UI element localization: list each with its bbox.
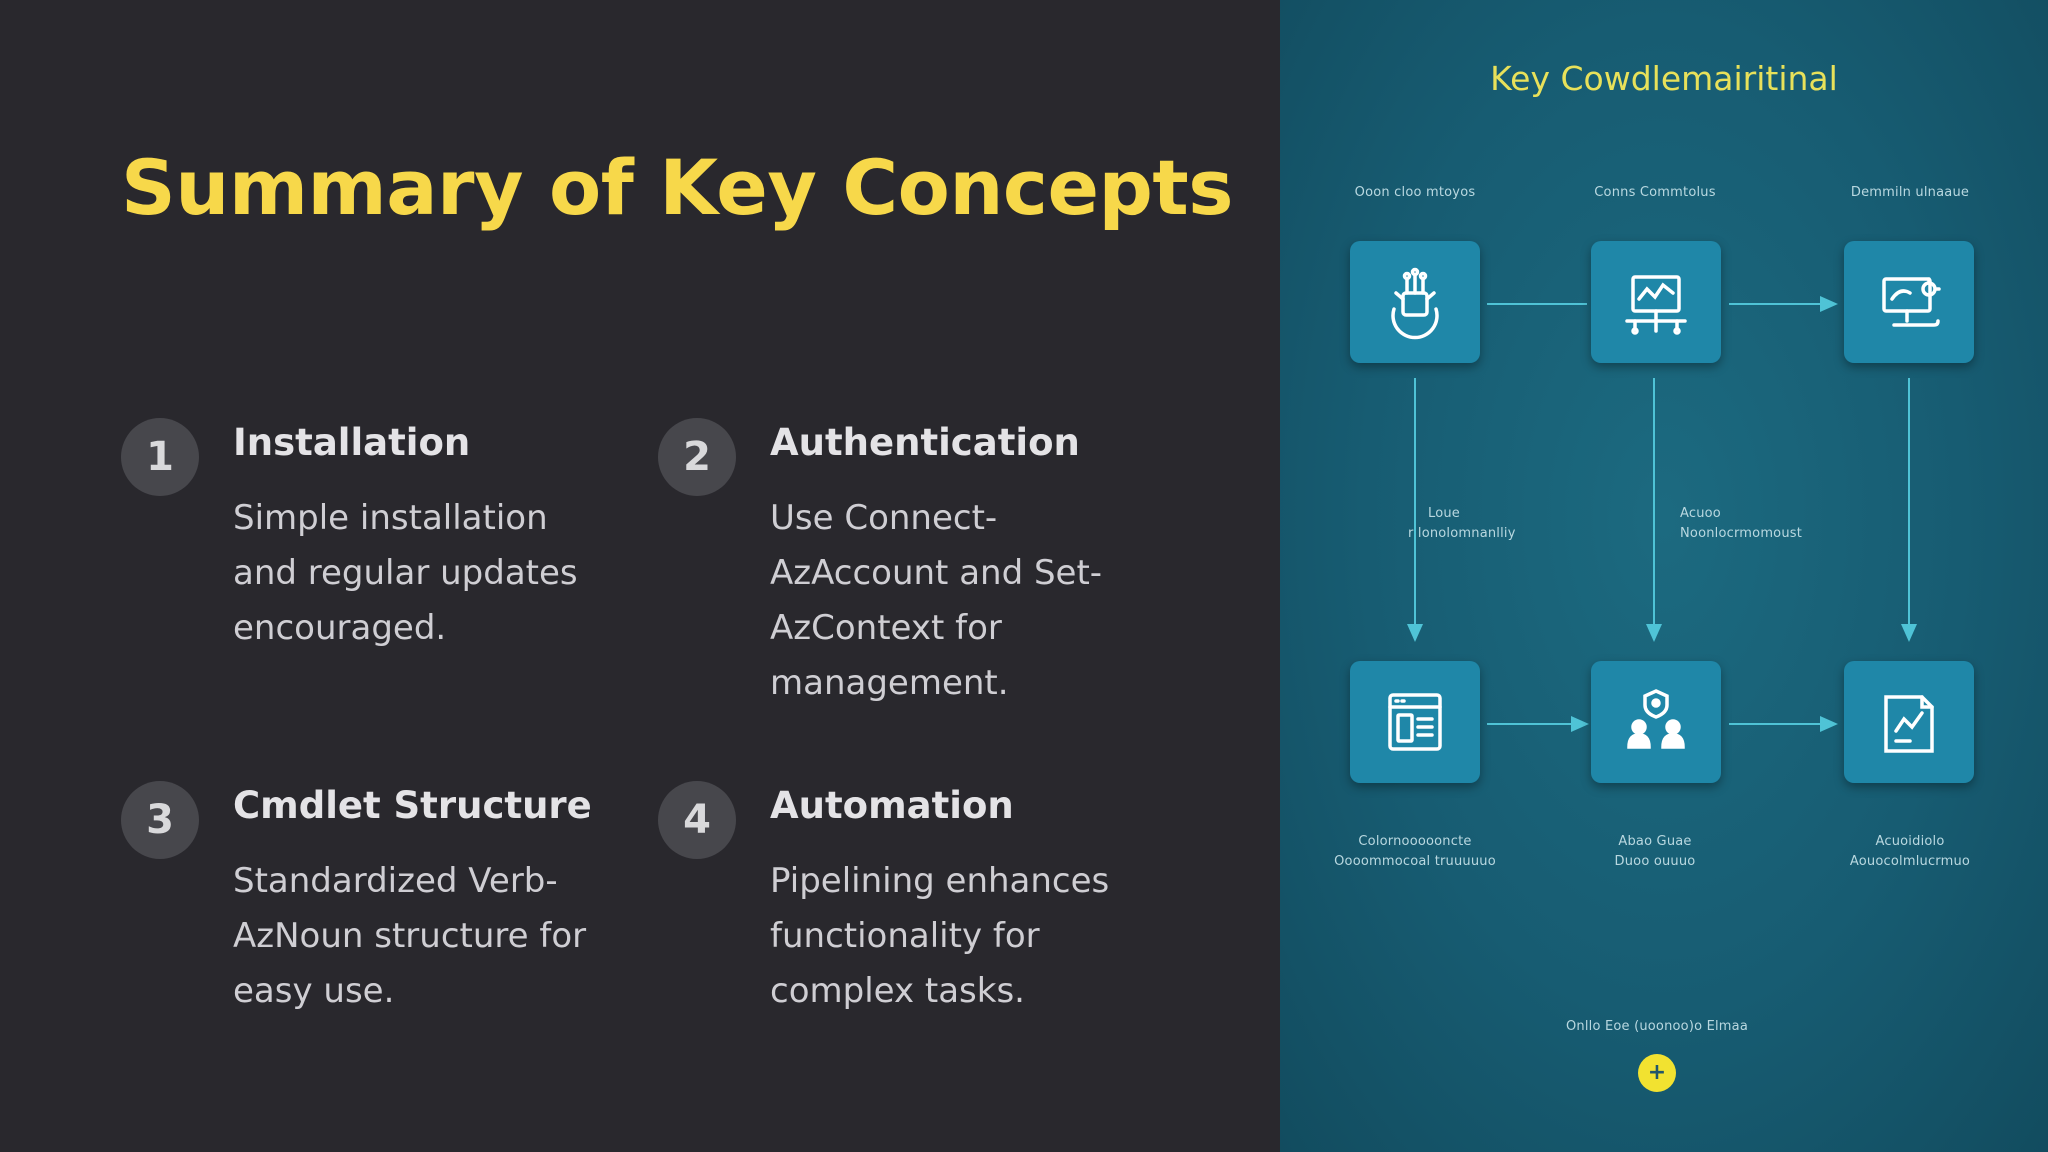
concept-description: Pipelining enhances functionality for co… (770, 861, 1110, 1011)
browser-dashboard-icon (1350, 661, 1480, 783)
concept-automation: 4 Automation Pipelining enhances functio… (658, 781, 1128, 1041)
diagram-mid-label-1-line1: Loue (1428, 506, 1461, 521)
concept-description: Use Connect-AzAccount and Set-AzContext … (770, 498, 1103, 703)
gear-circuit-icon (1350, 241, 1480, 363)
concept-number-badge: 1 (121, 418, 199, 496)
concept-installation: 1 Installation Simple installation and r… (121, 418, 591, 678)
concept-authentication: 2 Authentication Use Connect-AzAccount a… (658, 418, 1128, 703)
concept-description: Simple installation and regular updates … (233, 498, 578, 648)
diagram-bottom-label-2: Abao Guae Duoo ouuuo (1550, 832, 1760, 872)
diagram-bottom-label-3-line1: Acuoidiolo (1875, 834, 1945, 849)
concept-number-badge: 4 (658, 781, 736, 859)
diagram-bottom-label-1-line1: Colornoooooncte (1358, 834, 1472, 849)
diagram-top-label-3: Demmiln ulnaaue (1850, 185, 1970, 200)
slide-title: Summary of Key Concepts (121, 143, 1234, 232)
diagram-mid-label-1: Loue r lonolomnanlliy (1408, 504, 1568, 544)
diagram-mid-label-1-line2: r lonolomnanlliy (1408, 526, 1516, 541)
concept-heading: Installation (233, 421, 471, 464)
users-security-icon (1591, 661, 1721, 783)
left-panel: Summary of Key Concepts 1 Installation S… (121, 143, 1234, 1041)
concept-number-badge: 2 (658, 418, 736, 496)
concept-cmdlet-structure: 3 Cmdlet Structure Standardized Verb-AzN… (121, 781, 592, 1041)
concept-description: Standardized Verb-AzNoun structure for e… (233, 861, 587, 1011)
diagram-connectors (1407, 296, 1917, 732)
add-button[interactable]: + (1638, 1054, 1676, 1092)
diagram-top-label-1: Ooon cloo mtoyos (1354, 185, 1476, 200)
network-monitor-icon (1591, 241, 1721, 363)
diagram-bottom-label-2-line2: Duoo ouuuo (1614, 854, 1696, 869)
concept-heading: Cmdlet Structure (233, 784, 592, 827)
diagram-title: Key Cowdlemairitinal (1490, 59, 1838, 98)
diagram-top-label-2: Conns Commtolus (1594, 185, 1716, 200)
diagram-bottom-label-1-line2: Oooommocoal truuuuuo (1334, 854, 1496, 869)
diagram-footer-label: Onllo Eoe (uoonoo)o Elmaa (1565, 1019, 1749, 1034)
diagram-mid-label-2-line2: Noonlocrmomoust (1680, 526, 1803, 541)
diagram-bottom-label-2-line1: Abao Guae (1618, 834, 1692, 849)
computer-settings-icon (1844, 241, 1974, 363)
diagram-mid-label-2-line1: Acuoo (1680, 506, 1721, 521)
diagram-bottom-label-3-line2: Aouocolmlucrmuo (1849, 854, 1971, 869)
concept-heading: Automation (770, 784, 1014, 827)
concept-number-badge: 3 (121, 781, 199, 859)
document-chart-icon (1844, 661, 1974, 783)
diagram-mid-label-2: Acuoo Noonlocrmomoust (1680, 504, 1840, 544)
diagram-panel: Key Cowdlemairitinal Ooon cloo mtoyos Co… (1280, 0, 2048, 1152)
diagram-bottom-label-3: Acuoidiolo Aouocolmlucrmuo (1805, 832, 2015, 872)
concept-heading: Authentication (770, 421, 1080, 464)
diagram-bottom-label-1: Colornoooooncte Oooommocoal truuuuuo (1310, 832, 1520, 872)
plus-icon: + (1647, 1060, 1667, 1085)
